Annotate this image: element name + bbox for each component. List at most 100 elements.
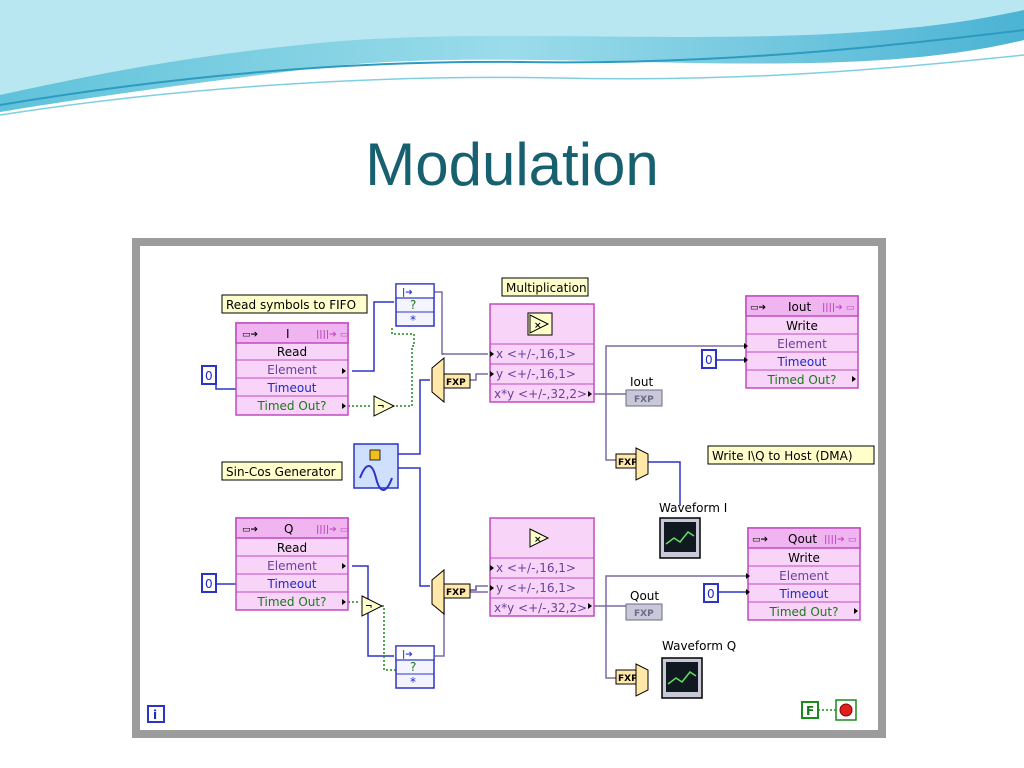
- fifo-stack-icon: ||||➔ ▭: [316, 330, 348, 340]
- wires: [215, 291, 747, 679]
- fifo-read-i[interactable]: ▭➔ I ||||➔ ▭ Read Element Timeout Timed …: [235, 322, 349, 416]
- svg-text:Write I\Q to Host (DMA): Write I\Q to Host (DMA): [712, 449, 853, 463]
- info-icon[interactable]: i: [147, 705, 165, 723]
- fifo-row: Timed Out?: [767, 373, 837, 387]
- wave-line: [0, 54, 1024, 116]
- wave-light: [0, 0, 1024, 95]
- wave-line: [0, 29, 1024, 106]
- label-waveform-i: Waveform I: [659, 501, 727, 515]
- fifo-row: Timed Out?: [257, 399, 327, 413]
- label-qout: Qout: [630, 589, 659, 603]
- fifo-name: Qout: [788, 532, 817, 546]
- case-question: ?: [410, 660, 416, 674]
- wire-sincos-i: [398, 379, 430, 455]
- arrow-right-icon: |➔: [402, 650, 413, 660]
- constant-zero[interactable]: 0: [703, 583, 719, 603]
- svg-text:FXP: FXP: [634, 609, 654, 619]
- page-title: Modulation: [365, 131, 659, 198]
- fxp-unbundle-q[interactable]: FXP: [615, 663, 649, 697]
- svg-text:Multiplication: Multiplication: [506, 281, 587, 295]
- header-wave-decoration: [0, 0, 1024, 116]
- svg-text:0: 0: [705, 353, 713, 367]
- wire-case-i: [391, 328, 415, 346]
- wire-y-q2: [468, 586, 477, 591]
- fifo-arrow-icon: ▭➔: [242, 330, 259, 340]
- svg-text:FXP: FXP: [618, 674, 638, 684]
- case-question: ?: [410, 298, 416, 312]
- case-structure-i[interactable]: |➔ ? *: [395, 283, 435, 327]
- indicator-iout[interactable]: FXP: [625, 389, 663, 407]
- svg-text:FXP: FXP: [618, 458, 638, 468]
- not-gate-q[interactable]: ¬: [361, 595, 384, 617]
- svg-text:×: ×: [534, 321, 542, 331]
- indicator-qout[interactable]: FXP: [625, 603, 663, 621]
- wire-not-i: [392, 345, 414, 407]
- fifo-stack-icon: ||||➔ ▭: [316, 525, 348, 535]
- block-diagram: Read symbols to FIFO Multiplication Sin-…: [132, 238, 886, 738]
- fifo-row: Write: [786, 319, 818, 333]
- fifo-row: Element: [267, 363, 317, 377]
- svg-text:0: 0: [205, 369, 213, 383]
- svg-text:FXP: FXP: [446, 378, 466, 388]
- fifo-arrow-icon: ▭➔: [750, 303, 767, 313]
- fxp-bundle-q[interactable]: FXP: [431, 568, 471, 616]
- fifo-write-qout[interactable]: ▭➔ Qout ||||➔ ▭ Write Element Timeout Ti…: [746, 527, 861, 621]
- case-structure-q[interactable]: |➔ ? *: [395, 645, 435, 689]
- label-waveform-q: Waveform Q: [662, 639, 736, 653]
- svg-text:×: ×: [534, 535, 542, 545]
- wire-mult-out-q: [594, 575, 746, 607]
- multiplier-i[interactable]: × x <+/-,16,1> y <+/-,16,1> x*y <+/-,32,…: [489, 303, 595, 403]
- fifo-row: Write: [788, 551, 820, 565]
- constant-zero[interactable]: 0: [201, 365, 217, 385]
- svg-text:F: F: [806, 704, 814, 718]
- svg-text:FXP: FXP: [446, 588, 466, 598]
- svg-text:FXP: FXP: [634, 395, 654, 405]
- constant-zero[interactable]: 0: [701, 349, 717, 369]
- label-read-symbols: Read symbols to FIFO: [221, 294, 368, 314]
- svg-text:i: i: [153, 708, 157, 722]
- svg-text:¬: ¬: [365, 602, 373, 612]
- fifo-row: Timeout: [778, 587, 828, 601]
- fifo-row: Timeout: [266, 381, 316, 395]
- wire-waveform-i: [648, 461, 681, 506]
- svg-text:0: 0: [205, 577, 213, 591]
- constant-zero[interactable]: 0: [201, 573, 217, 593]
- svg-text:Read symbols to FIFO: Read symbols to FIFO: [226, 298, 356, 312]
- mult-output: x*y <+/-,32,2>: [494, 601, 587, 615]
- fxp-bundle-i[interactable]: FXP: [431, 356, 471, 404]
- waveform-graph-q-icon[interactable]: [661, 657, 703, 699]
- fifo-row: Timed Out?: [257, 595, 327, 609]
- sincos-generator-icon[interactable]: [353, 443, 399, 491]
- waveform-graph-i-icon[interactable]: [659, 517, 701, 559]
- fxp-unbundle-i[interactable]: FXP: [615, 447, 649, 481]
- stop-control[interactable]: F: [801, 699, 857, 721]
- stop-icon: [839, 703, 853, 717]
- svg-text:¬: ¬: [377, 402, 385, 412]
- fifo-name: Q: [284, 522, 293, 536]
- fifo-read-q[interactable]: ▭➔ Q ||||➔ ▭ Read Element Timeout Timed …: [235, 517, 349, 611]
- fifo-write-iout[interactable]: ▭➔ Iout ||||➔ ▭ Write Element Timeout Ti…: [744, 295, 859, 389]
- fifo-row: Read: [277, 541, 307, 555]
- wire-sincos-q: [398, 467, 430, 587]
- multiply-icon: [529, 528, 550, 548]
- fifo-stack-icon: ||||➔ ▭: [822, 303, 854, 313]
- mult-input-x: x <+/-,16,1>: [496, 347, 576, 361]
- multiplier-q[interactable]: × x <+/-,16,1> y <+/-,16,1> x*y <+/-,32,…: [489, 517, 595, 617]
- not-gate-i[interactable]: ¬: [373, 395, 396, 417]
- wire-mult-out-i: [594, 345, 744, 395]
- fifo-row: Element: [779, 569, 829, 583]
- label-multiplication: Multiplication: [501, 277, 589, 297]
- multiply-icon: [529, 314, 550, 334]
- wire-mult-q-unbundle: [605, 606, 616, 679]
- fifo-row: Read: [277, 345, 307, 359]
- fifo-row: Timeout: [266, 577, 316, 591]
- mult-output: x*y <+/-,32,2>: [494, 387, 587, 401]
- case-star: *: [410, 675, 416, 689]
- svg-text:Sin-Cos Generator: Sin-Cos Generator: [226, 465, 336, 479]
- mult-input-y: y <+/-,16,1>: [496, 581, 576, 595]
- fifo-name: I: [286, 327, 290, 341]
- fifo-row: Element: [267, 559, 317, 573]
- fifo-arrow-icon: ▭➔: [242, 525, 259, 535]
- fifo-name: Iout: [788, 300, 811, 314]
- case-star: *: [410, 313, 416, 327]
